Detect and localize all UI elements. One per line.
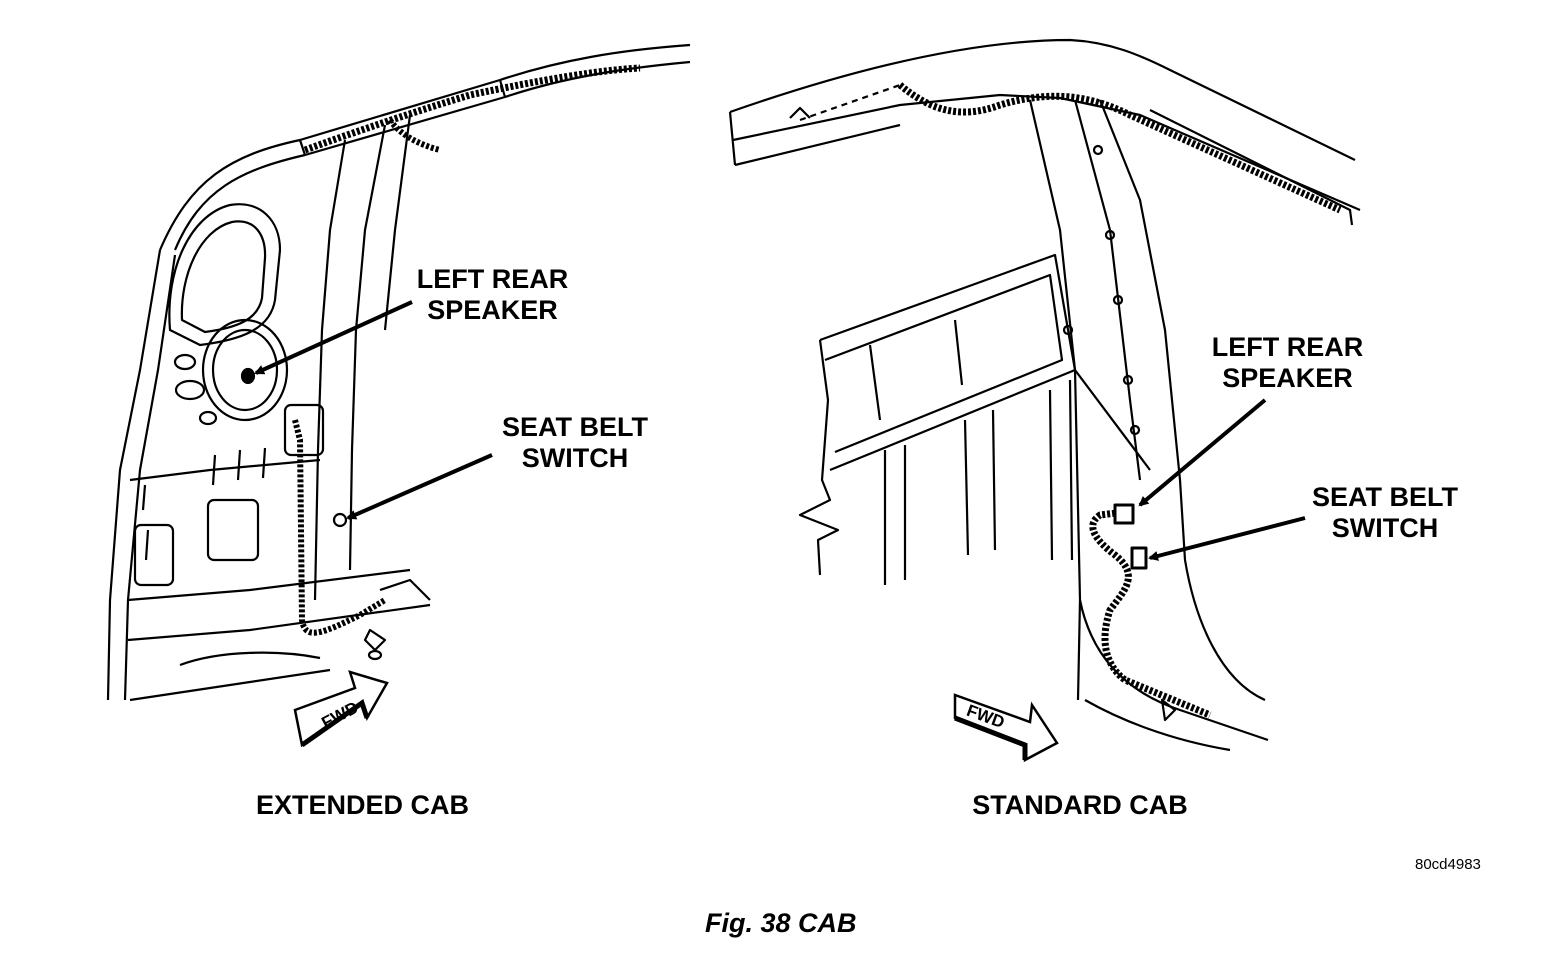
- left-speaker-label-line2: SPEAKER: [427, 295, 558, 325]
- left-speaker-label-line1: LEFT REAR: [416, 264, 569, 294]
- right-switch-label-line2: SWITCH: [1331, 513, 1439, 543]
- figure-caption: Fig. 38 CAB: [705, 908, 857, 938]
- left-view-title: EXTENDED CAB: [255, 790, 470, 820]
- standard-cab-drawing: [728, 38, 1361, 752]
- right-speaker-label: LEFT REAR SPEAKER: [1205, 332, 1370, 394]
- right-view-title: STANDARD CAB: [972, 790, 1188, 820]
- left-switch-label-line2: SWITCH: [521, 443, 629, 473]
- right-switch-label-line1: SEAT BELT: [1312, 482, 1458, 512]
- left-speaker-label: LEFT REAR SPEAKER: [410, 264, 575, 326]
- right-speaker-label-line2: SPEAKER: [1222, 363, 1353, 393]
- fwd-arrow-left: [293, 670, 389, 748]
- left-switch-label: SEAT BELT SWITCH: [495, 412, 655, 474]
- leader-arrows-left: [254, 300, 493, 520]
- fwd-arrow-right: [953, 693, 1059, 763]
- figure-code: 80cd4983: [1415, 856, 1481, 873]
- extended-cab-drawing: [106, 43, 691, 702]
- right-speaker-label-line1: LEFT REAR: [1211, 332, 1364, 362]
- leader-arrows-right: [1138, 398, 1306, 561]
- right-switch-label: SEAT BELT SWITCH: [1305, 482, 1465, 544]
- left-switch-label-line1: SEAT BELT: [502, 412, 648, 442]
